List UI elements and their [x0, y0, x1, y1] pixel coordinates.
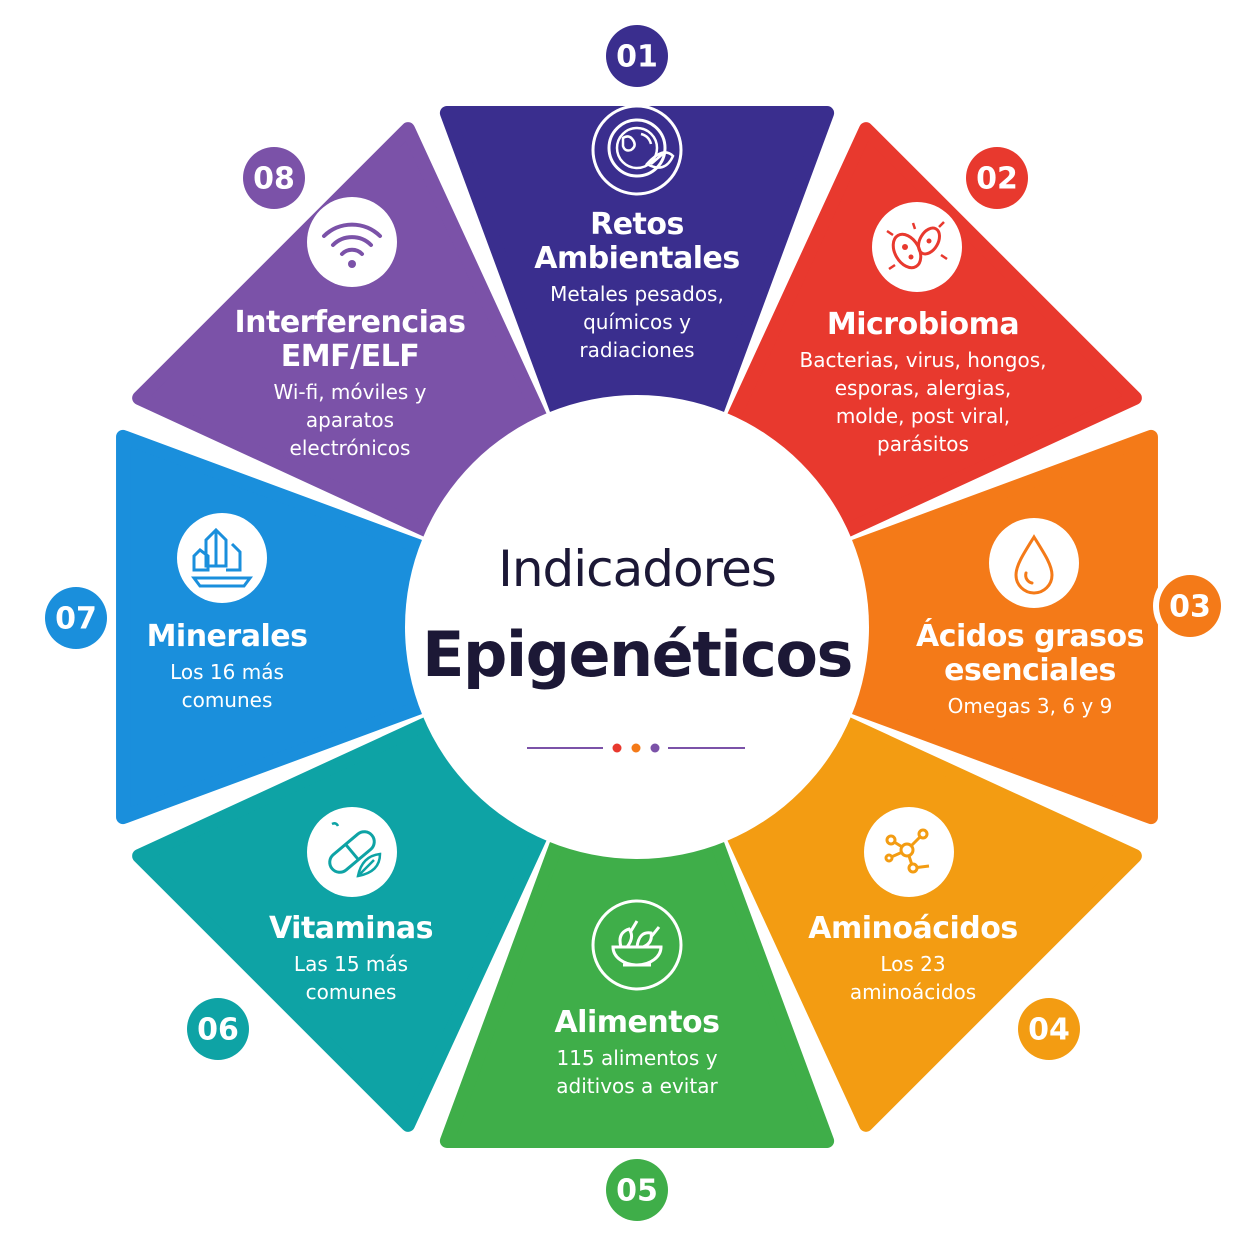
segment-title: Retos Ambientales [534, 207, 740, 276]
segment-description: Wi-fi, móviles y aparatos electrónicos [273, 380, 427, 460]
divider-dot [631, 743, 641, 753]
divider-dot [612, 743, 622, 753]
badge-number: 01 [616, 40, 658, 75]
segment-description: Los 23 aminoácidos [849, 952, 977, 1004]
salad-bowl-icon [591, 899, 683, 991]
wifi-icon [307, 197, 397, 287]
badge-03: 03 [1153, 569, 1227, 643]
segment-text-05: Alimentos 115 alimentos y aditivos a evit… [487, 1006, 787, 1100]
center-title-line1: Indicadores [498, 540, 777, 598]
segment-title: Interferencias EMF/ELF [234, 305, 466, 374]
oil-drop-icon [989, 518, 1079, 608]
segment-title: Microbioma [826, 307, 1020, 342]
segment-title: Alimentos [554, 1005, 720, 1040]
badge-04: 04 [1012, 992, 1086, 1066]
segment-description: Los 16 más comunes [170, 660, 284, 712]
badge-number: 05 [616, 1174, 658, 1209]
segment-title: Vitaminas [268, 911, 434, 946]
segment-title: Ácidos grasos esenciales [915, 619, 1145, 688]
badge-number: 07 [55, 602, 97, 637]
badge-number: 03 [1169, 590, 1211, 625]
molecule-icon [864, 807, 954, 897]
crystal-icon [177, 513, 267, 603]
center-disc [405, 395, 869, 859]
segment-description: Las 15 más comunes [293, 952, 409, 1004]
badge-02: 02 [960, 141, 1034, 215]
segment-description: Metales pesados, químicos y radiaciones [550, 282, 724, 362]
bacteria-icon [872, 202, 962, 292]
badge-05: 05 [600, 1153, 674, 1227]
badge-08: 08 [237, 141, 311, 215]
globe-leaf-icon [591, 104, 683, 196]
segment-title: Minerales [146, 619, 308, 654]
badge-01: 01 [600, 19, 674, 93]
segment-title: Aminoácidos [808, 911, 1018, 946]
badge-number: 04 [1028, 1013, 1070, 1048]
badge-number: 06 [197, 1013, 239, 1048]
badge-number: 02 [976, 162, 1018, 197]
badge-number: 08 [253, 162, 295, 197]
capsule-leaf-icon [307, 807, 397, 897]
center-title-line2: Epigenéticos [422, 618, 853, 691]
center-divider [527, 743, 745, 753]
badge-07: 07 [39, 581, 113, 655]
segment-description: 115 alimentos y aditivos a evitar [556, 1046, 718, 1098]
segment-description: Bacterias, virus, hongos, esporas, alerg… [799, 348, 1047, 456]
segment-description: Omegas 3, 6 y 9 [947, 694, 1113, 718]
badge-06: 06 [181, 992, 255, 1066]
divider-dot [650, 743, 660, 753]
